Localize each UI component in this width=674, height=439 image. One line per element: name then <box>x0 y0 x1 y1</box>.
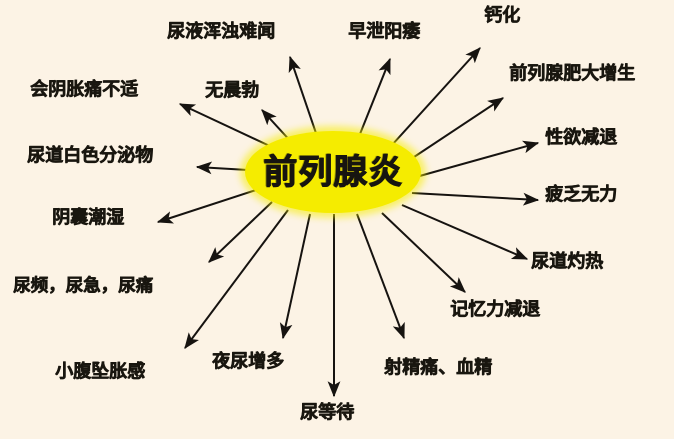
node-n17[interactable]: 无晨勃 <box>205 81 259 101</box>
arrow-to-n9 <box>356 213 405 340</box>
node-label-n16: 会阴胀痛不适 <box>30 79 138 100</box>
node-n8[interactable]: 记忆力减退 <box>450 300 540 320</box>
arrow-to-n11 <box>279 213 311 340</box>
node-label-n10: 尿等待 <box>300 402 354 423</box>
node-label-n13: 尿频，尿急，尿痛 <box>13 276 153 296</box>
node-n6[interactable]: 疲乏无力 <box>545 185 617 205</box>
node-n4[interactable]: 前列腺肥大增生 <box>509 64 635 84</box>
center-node[interactable]: 前列腺炎 <box>245 131 421 213</box>
node-n14[interactable]: 阴囊潮湿 <box>52 208 124 228</box>
node-label-n7: 尿道灼热 <box>531 251 603 272</box>
node-label-n4: 前列腺肥大增生 <box>509 63 635 84</box>
node-n10[interactable]: 尿等待 <box>300 403 354 423</box>
arrow-to-n5 <box>415 140 540 178</box>
node-label-n3: 钙化 <box>484 5 520 26</box>
node-n3[interactable]: 钙化 <box>484 6 520 26</box>
node-label-n6: 疲乏无力 <box>545 184 617 205</box>
node-n11[interactable]: 夜尿增多 <box>212 352 284 372</box>
arrow-to-n12 <box>184 209 289 349</box>
node-n13[interactable]: 尿频，尿急，尿痛 <box>13 276 153 296</box>
arrow-to-n2 <box>357 57 391 140</box>
node-label-n9: 射精痛、血精 <box>384 357 492 378</box>
node-n9[interactable]: 射精痛、血精 <box>384 358 492 378</box>
arrow-to-n16 <box>178 103 275 149</box>
node-label-n17: 无晨勃 <box>205 80 259 101</box>
arrow-to-n1 <box>288 55 319 140</box>
arrow-to-n4 <box>407 97 505 162</box>
node-n15[interactable]: 尿道白色分泌物 <box>27 146 153 166</box>
arrow-to-n7 <box>401 204 529 260</box>
node-label-n1: 尿液浑浊难闻 <box>167 21 275 42</box>
arrow-to-n3 <box>391 47 481 146</box>
center-node-label: 前列腺炎 <box>263 152 403 192</box>
node-n2[interactable]: 早泄阳痿 <box>348 22 420 42</box>
node-label-n5: 性欲减退 <box>545 127 617 148</box>
arrow-to-n15 <box>195 161 249 175</box>
node-n16[interactable]: 会阴胀痛不适 <box>30 80 138 100</box>
node-n5[interactable]: 性欲减退 <box>545 128 617 148</box>
node-label-n11: 夜尿增多 <box>212 351 284 372</box>
node-label-n2: 早泄阳痿 <box>348 21 420 42</box>
node-n1[interactable]: 尿液浑浊难闻 <box>167 22 275 42</box>
arrow-to-n14 <box>156 189 257 224</box>
node-label-n12: 小腹坠胀感 <box>55 361 145 382</box>
arrow-to-n8 <box>381 212 466 293</box>
node-n12[interactable]: 小腹坠胀感 <box>55 362 145 382</box>
node-n7[interactable]: 尿道灼热 <box>531 252 603 272</box>
node-label-n15: 尿道白色分泌物 <box>27 145 153 166</box>
arrow-to-n13 <box>208 201 273 263</box>
node-label-n14: 阴囊潮湿 <box>52 207 124 228</box>
node-label-n8: 记忆力减退 <box>450 299 540 320</box>
arrow-to-n6 <box>411 192 540 206</box>
